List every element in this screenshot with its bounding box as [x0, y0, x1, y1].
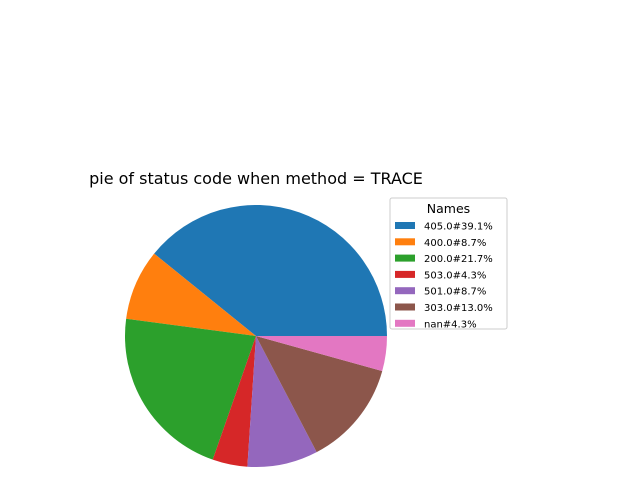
pie-slice — [256, 336, 383, 453]
legend-swatch — [395, 254, 415, 262]
legend-swatch — [395, 270, 415, 278]
legend-swatch — [395, 303, 415, 311]
legend-swatch — [395, 222, 415, 229]
legend-swatch — [395, 287, 415, 295]
pie-slice — [154, 204, 387, 336]
pie-slices — [124, 204, 388, 467]
legend-label: 501.0#8.7% — [424, 287, 486, 298]
legend-label: 405.0#39.1% — [424, 222, 493, 233]
legend-label: 503.0#4.3% — [424, 270, 486, 281]
pie-slice — [124, 318, 256, 460]
legend: Names 405.0#39.1% 400.0#8.7% 200.0#21.7% 50… — [389, 197, 508, 330]
legend-title: Names — [427, 201, 470, 216]
chart-title: pie of status code when method = TRACE — [89, 169, 423, 188]
pie-slice — [126, 253, 256, 336]
legend-items: 405.0#39.1% 400.0#8.7% 200.0#21.7% 503.0#4.… — [395, 222, 493, 330]
legend-label: nan#4.3% — [424, 319, 477, 330]
pie-slice — [256, 336, 388, 372]
legend-swatch — [395, 238, 415, 246]
legend-frame — [389, 197, 508, 330]
legend-label: 400.0#8.7% — [424, 238, 486, 249]
legend-swatch — [395, 319, 415, 327]
pie-slice — [212, 336, 256, 467]
legend-label: 200.0#21.7% — [424, 254, 493, 265]
legend-label: 303.0#13.0% — [424, 303, 493, 314]
pie-slice — [247, 336, 317, 467]
